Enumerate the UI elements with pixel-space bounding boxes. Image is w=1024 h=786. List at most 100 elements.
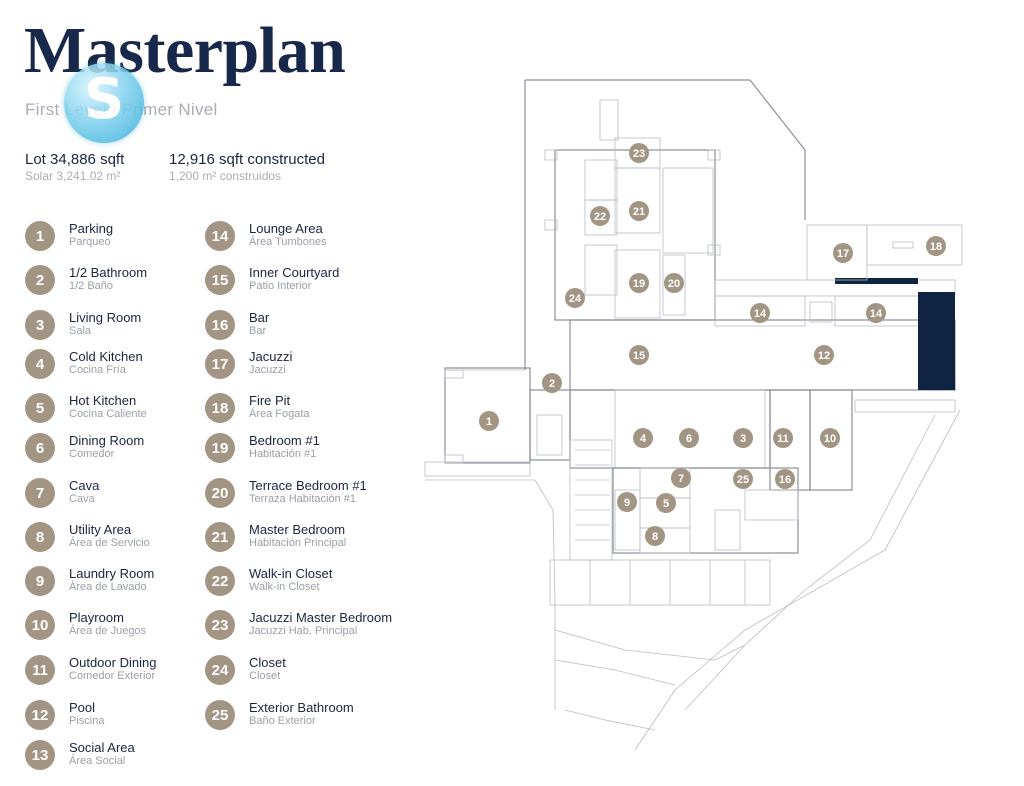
plan-room-marker: 11 xyxy=(773,428,793,448)
room-name: Pool xyxy=(69,700,96,715)
watermark-logo: S xyxy=(64,63,144,143)
room-name: Parking xyxy=(69,221,114,236)
plan-room-marker: 14 xyxy=(866,303,886,323)
plan-marker-dot xyxy=(629,143,649,163)
plan-marker-dot xyxy=(679,428,699,448)
plan-room-marker: 25 xyxy=(733,469,753,489)
room-name: Hot Kitchen xyxy=(69,393,137,408)
plan-room-marker: 3 xyxy=(733,428,753,448)
room-name: Laundry Room xyxy=(69,566,155,581)
room-name-spanish: Jacuzzi Hab. Principal xyxy=(249,625,358,637)
room-number-badge: 16 xyxy=(205,310,235,340)
plan-marker-dot xyxy=(750,303,770,323)
plan-room-marker: 24 xyxy=(565,288,585,308)
main-house xyxy=(424,367,853,606)
room-name-spanish: Sala xyxy=(69,325,92,337)
room-number-badge: 24 xyxy=(205,655,235,685)
room-number-badge: 18 xyxy=(205,393,235,423)
room-name: Dining Room xyxy=(69,433,145,448)
room-name: Lounge Area xyxy=(249,221,323,236)
room-number-badge: 14 xyxy=(205,221,235,251)
plan-marker-number: 1 xyxy=(486,416,492,428)
room-name-spanish: Habitación Principal xyxy=(249,537,347,549)
plan-marker-dot xyxy=(629,201,649,221)
plan-marker-dot xyxy=(671,468,691,488)
plan-room-marker: 2 xyxy=(542,373,562,393)
room-number-badge: 20 xyxy=(205,478,235,508)
plan-marker-dot xyxy=(590,206,610,226)
constructed-stat: 12,916 sqft constructed 1,200 m² constru… xyxy=(169,151,325,183)
room-number-badge: 23 xyxy=(205,610,235,640)
plan-room-marker: 15 xyxy=(629,345,649,365)
plan-marker-dot xyxy=(773,428,793,448)
plan-marker-number: 5 xyxy=(663,498,669,510)
plan-room-marker: 6 xyxy=(679,428,699,448)
room-number-badge: 15 xyxy=(205,265,235,295)
plan-marker-number: 14 xyxy=(754,308,767,320)
plan-room-marker: 5 xyxy=(656,493,676,513)
room-name: Bedroom #1 xyxy=(249,433,320,448)
room-number-badge: 8 xyxy=(25,522,55,552)
room-name: Cold Kitchen xyxy=(69,349,143,364)
room-number-badge: 17 xyxy=(205,349,235,379)
plan-marker-number: 23 xyxy=(633,148,645,160)
plan-marker-dot xyxy=(645,526,665,546)
plan-marker-number: 25 xyxy=(737,474,749,486)
room-name-spanish: Área Fogata xyxy=(249,408,310,420)
constructed-area: 12,916 sqft constructed xyxy=(169,151,325,168)
room-name-spanish: Comedor xyxy=(69,448,115,460)
room-name-spanish: Jacuzzi xyxy=(249,364,286,376)
plan-room-marker: 22 xyxy=(590,206,610,226)
plan-marker-number: 15 xyxy=(633,350,645,362)
plan-marker-number: 14 xyxy=(870,308,883,320)
lot-area: Lot 34,886 sqft xyxy=(25,151,125,168)
plan-marker-dot xyxy=(664,273,684,293)
room-name-spanish: Cocina Caliente xyxy=(69,408,147,420)
plan-marker-dot xyxy=(565,288,585,308)
plan-marker-dot xyxy=(479,411,499,431)
room-name: Living Room xyxy=(69,310,142,325)
room-name-spanish: Walk-in Closet xyxy=(249,581,320,593)
plan-marker-dot xyxy=(926,236,946,256)
plan-marker-number: 16 xyxy=(779,474,791,486)
room-name-spanish: Terraza Habitación #1 xyxy=(249,493,357,505)
plan-marker-number: 6 xyxy=(686,433,692,445)
plan-room-marker: 23 xyxy=(629,143,649,163)
plan-room-marker: 16 xyxy=(775,469,795,489)
plan-marker-dot xyxy=(629,273,649,293)
plan-marker-number: 21 xyxy=(633,206,645,218)
plan-marker-number: 24 xyxy=(569,293,582,305)
plan-marker-number: 22 xyxy=(594,211,606,223)
plan-marker-number: 2 xyxy=(549,378,555,390)
plan-marker-dot xyxy=(733,469,753,489)
plan-marker-number: 18 xyxy=(930,241,942,253)
site-boundary xyxy=(425,79,961,751)
room-name-spanish: Baño Exterior xyxy=(249,715,316,727)
room-name: Master Bedroom xyxy=(249,522,346,537)
plan-room-marker: 12 xyxy=(814,345,834,365)
room-name-spanish: Área Tumbones xyxy=(249,236,327,248)
room-number-badge: 12 xyxy=(25,700,55,730)
room-name: Playroom xyxy=(69,610,124,625)
plan-room-marker: 10 xyxy=(820,428,840,448)
constructed-area-metric: 1,200 m² construidos xyxy=(169,169,282,183)
room-name: Social Area xyxy=(69,740,135,755)
plan-marker-number: 17 xyxy=(837,248,849,260)
room-name: Exterior Bathroom xyxy=(249,700,354,715)
room-number-badge: 10 xyxy=(25,610,55,640)
room-name: Outdoor Dining xyxy=(69,655,157,670)
plan-marker-dot xyxy=(542,373,562,393)
plan-marker-number: 4 xyxy=(640,433,647,445)
plan-room-marker: 20 xyxy=(664,273,684,293)
room-name-spanish: Bar xyxy=(249,325,267,337)
plan-marker-number: 8 xyxy=(652,531,658,543)
bedroom-wing xyxy=(544,137,721,321)
room-name-spanish: 1/2 Baño xyxy=(69,280,114,292)
plan-room-marker: 4 xyxy=(633,428,653,448)
room-name-spanish: Área de Servicio xyxy=(69,537,150,549)
plan-room-marker: 1 xyxy=(479,411,499,431)
plan-marker-number: 7 xyxy=(678,473,684,485)
room-name: Cava xyxy=(69,478,100,493)
